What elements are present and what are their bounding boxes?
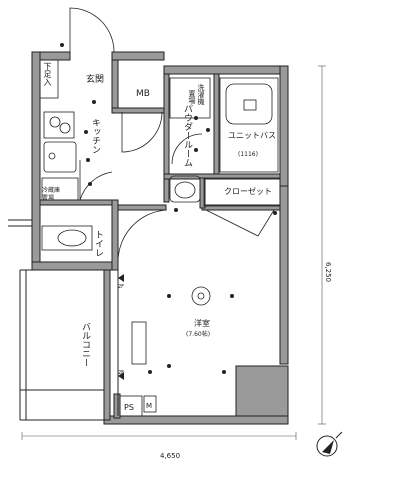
toilet-label: トイレ <box>93 230 103 257</box>
balcony-label: バルコニー <box>80 322 90 367</box>
getabako-label: 下足入 <box>43 62 52 86</box>
sensor-bottom-icon <box>118 372 124 380</box>
unit-bath-label: ユニットバス <box>228 131 276 140</box>
sensor-bottom-label: 2F <box>118 370 124 376</box>
outlet-icon <box>230 294 234 298</box>
depth-dimension: 6,250 <box>324 262 332 282</box>
dimension-lines <box>21 65 326 440</box>
youshitsu-size: (7.60帖) <box>186 330 210 338</box>
outlet-icon <box>167 294 171 298</box>
outlet-icon <box>92 100 96 104</box>
youshitsu-label: 洋室 <box>194 318 210 328</box>
bathtub-icon <box>219 77 279 173</box>
sensor-top-label: 2F <box>118 284 124 290</box>
outlet-icon <box>60 43 64 47</box>
genkan-label: 玄関 <box>86 73 104 85</box>
outlet-icon <box>194 148 198 152</box>
outlet-icon <box>88 182 92 186</box>
sink-icon <box>43 141 77 173</box>
kitchen-label: キッチン <box>90 118 100 154</box>
powder-room-label: パウダールーム <box>182 104 192 167</box>
powder-sink-icon <box>169 175 201 203</box>
sentakuki-label: 洗濯機 <box>197 84 205 105</box>
reizouko-label: 冷蔵庫 <box>42 186 60 194</box>
outline-lines <box>8 210 237 421</box>
stove-icon <box>43 111 75 139</box>
outlets <box>60 43 277 374</box>
outlet-icon <box>194 116 198 120</box>
outlet-icon <box>84 130 88 134</box>
outlet-icon <box>174 208 178 212</box>
reizouko-label-2: 置場 <box>42 194 54 202</box>
width-dimension: 4,650 <box>160 452 180 460</box>
outlet-icon <box>167 364 171 368</box>
closet-label: クローゼット <box>224 186 272 196</box>
outlet-icon <box>273 211 277 215</box>
sensor-top-icon <box>118 274 124 282</box>
fixtures <box>39 59 281 417</box>
toilet-icon <box>41 225 93 251</box>
outlet-icon <box>86 158 90 162</box>
walls <box>31 51 289 425</box>
light-fixture-icon <box>191 286 211 306</box>
ps-label: PS <box>124 403 134 412</box>
unit-bath-size: (1116) <box>238 151 258 158</box>
north-arrow-icon <box>316 431 343 457</box>
outlet-icon <box>206 128 210 132</box>
outlet-icon <box>148 370 152 374</box>
outlet-icon <box>222 370 226 374</box>
sentakuki-label-2: 置場 <box>188 90 196 104</box>
ps-m-label: M <box>146 402 152 410</box>
mb-label: MB <box>136 89 150 99</box>
